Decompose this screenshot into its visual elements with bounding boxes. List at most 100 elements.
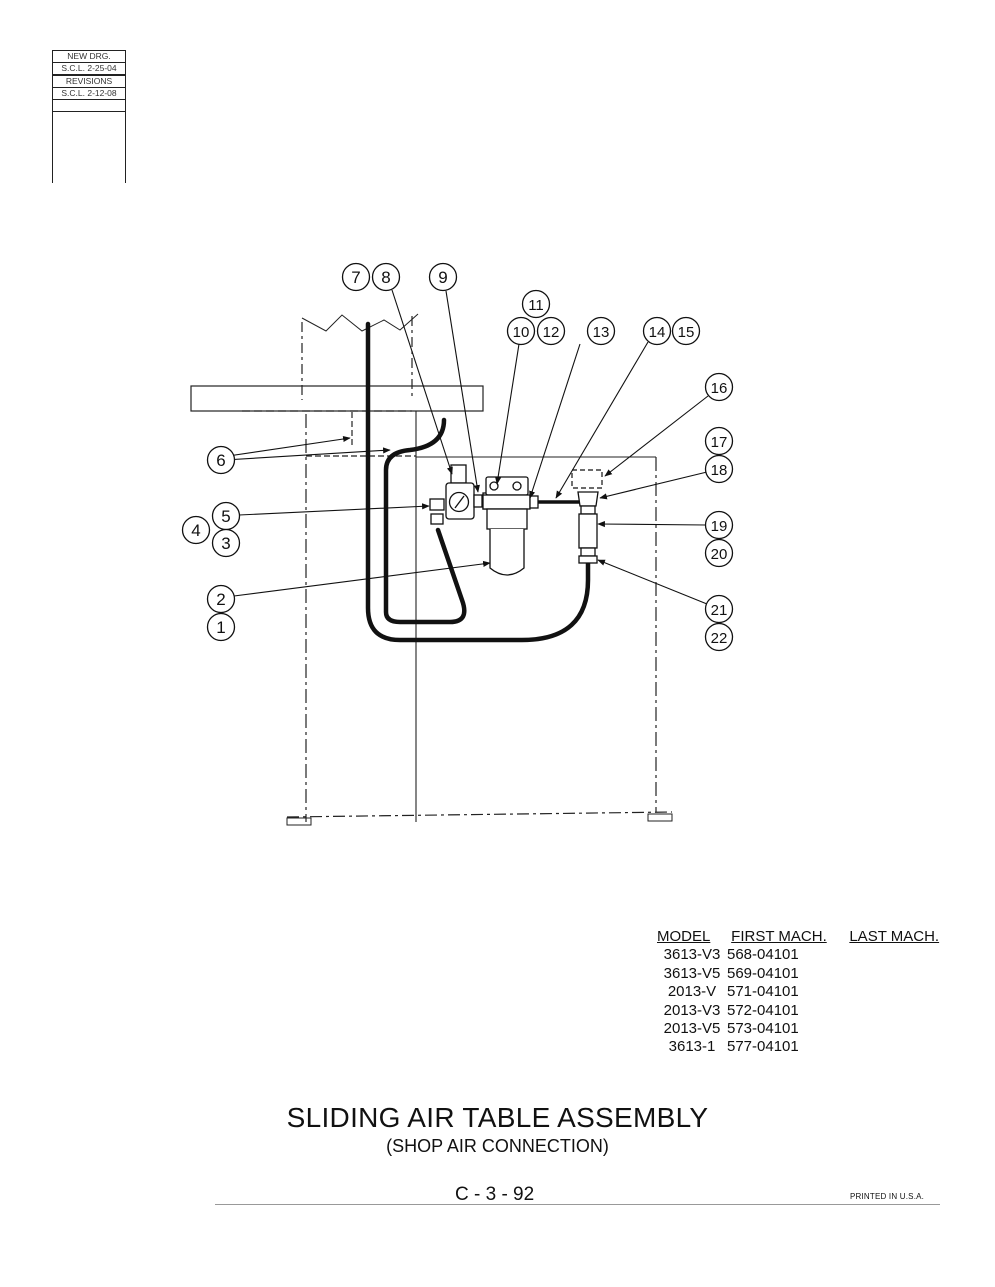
- callout-balloon-16: 16: [704, 372, 734, 402]
- callout-balloon-1: 1: [206, 612, 236, 642]
- model-table-rows: 3613-V3 568-04101 3613-V5 569-04101 2013-V 57…: [657, 946, 939, 1056]
- callout-balloon-18: 18: [704, 454, 734, 484]
- printed-note: PRINTED IN U.S.A.: [850, 1192, 925, 1201]
- callout-balloon-6: 6: [206, 445, 236, 475]
- leader-line: [495, 343, 520, 485]
- model-row: 3613-1 577-04101: [657, 1038, 939, 1056]
- leader-line: [597, 559, 708, 605]
- model-cell: 2013-V5: [663, 1020, 721, 1038]
- callout-label: 16: [711, 380, 728, 397]
- callout-label: 3: [221, 534, 230, 553]
- callout-label: 9: [438, 268, 447, 287]
- model-row: 3613-V5 569-04101: [657, 965, 939, 983]
- model-row: 2013-V5 573-04101: [657, 1020, 939, 1038]
- callout-balloon-12: 12: [536, 316, 566, 346]
- leader-line: [445, 290, 480, 493]
- callout-label: 12: [543, 324, 560, 341]
- callout-label: 7: [351, 268, 360, 287]
- model-row: 3613-V3 568-04101: [657, 946, 939, 964]
- model-row: 2013-V3 572-04101: [657, 1002, 939, 1020]
- leader-line: [238, 503, 430, 516]
- callout-label: 2: [216, 590, 225, 609]
- model-cell: 3613-1: [668, 1038, 716, 1056]
- callout-balloon-11: 11: [521, 289, 551, 319]
- callout-label: 18: [711, 462, 728, 479]
- callout-balloon-8: 8: [371, 262, 401, 292]
- callout-label: 8: [381, 268, 390, 287]
- machine-frame: [190, 313, 673, 826]
- rev-cell-new-drg-date: S.C.L. 2-25-04: [53, 63, 125, 76]
- model-cell: 2013-V3: [663, 1001, 721, 1019]
- model-table-header: MODEL FIRST MACH. LAST MACH.: [657, 928, 939, 946]
- leader-line: [233, 560, 491, 597]
- callout-balloon-3: 3: [211, 528, 241, 558]
- rev-cell-revisions: REVISIONS: [53, 76, 125, 88]
- leader-line: [207, 447, 391, 462]
- leader-line: [555, 341, 649, 499]
- leader-line: [597, 520, 707, 528]
- callout-balloon-21: 21: [704, 594, 734, 624]
- first-mach-cell: 568-04101: [727, 946, 799, 964]
- callout-balloon-19: 19: [704, 510, 734, 540]
- regulator-assembly: [429, 464, 492, 525]
- model-cell: 3613-V3: [663, 946, 721, 964]
- model-row: 2013-V 571-04101: [657, 983, 939, 1001]
- page-number: C - 3 - 92: [455, 1184, 535, 1205]
- leader-line: [599, 471, 708, 500]
- model-header: MODEL: [657, 928, 711, 945]
- callout-balloon-17: 17: [704, 426, 734, 456]
- first-mach-cell: 571-04101: [727, 983, 799, 1001]
- first-mach-header: FIRST MACH.: [731, 928, 827, 945]
- callout-label: 14: [649, 324, 666, 341]
- leader-lines: [207, 289, 709, 605]
- callout-label: 1: [216, 618, 225, 637]
- callout-label: 15: [678, 324, 695, 341]
- callout-balloon-5: 5: [211, 501, 241, 531]
- callout-balloon-9: 9: [428, 262, 458, 292]
- air-hose: [365, 321, 591, 643]
- callout-balloon-2: 2: [206, 584, 236, 614]
- callout-balloon-22: 22: [704, 622, 734, 652]
- last-mach-header: LAST MACH.: [849, 928, 940, 945]
- callout-balloon-4: 4: [181, 515, 211, 545]
- callout-label: 10: [513, 324, 530, 341]
- drawing-title: SLIDING AIR TABLE ASSEMBLY: [286, 1102, 709, 1133]
- callout-label: 4: [191, 521, 200, 540]
- model-cell: 3613-V5: [663, 964, 721, 982]
- leader-line: [604, 395, 709, 477]
- callout-balloon-20: 20: [704, 538, 734, 568]
- callout-label: 17: [711, 434, 728, 451]
- callout-label: 11: [528, 297, 544, 314]
- first-mach-cell: 572-04101: [727, 1001, 799, 1019]
- filter-assembly: [482, 476, 539, 576]
- callout-balloon-15: 15: [671, 316, 701, 346]
- callout-balloon-10: 10: [506, 316, 536, 346]
- callout-label: 21: [711, 602, 728, 619]
- callout-balloon-7: 7: [341, 262, 371, 292]
- optional-component-outline: [571, 469, 603, 489]
- revision-block: NEW DRG. S.C.L. 2-25-04 REVISIONS S.C.L.…: [52, 50, 126, 183]
- rev-cell-revision-1: S.C.L. 2-12-08: [53, 88, 125, 100]
- valve-assembly: [577, 491, 599, 564]
- model-cell: 2013-V: [667, 983, 717, 1001]
- leader-line: [391, 289, 453, 475]
- callout-label: 6: [216, 451, 225, 470]
- first-mach-cell: 577-04101: [727, 1038, 799, 1056]
- callout-balloon-13: 13: [586, 316, 616, 346]
- callout-label: 13: [593, 324, 610, 341]
- callout-balloon-14: 14: [642, 316, 672, 346]
- callout-label: 19: [711, 518, 728, 535]
- leader-line: [529, 343, 581, 499]
- first-mach-cell: 573-04101: [727, 1020, 799, 1038]
- callout-label: 5: [221, 507, 230, 526]
- callout-label: 22: [711, 630, 728, 647]
- drawing-subtitle: (SHOP AIR CONNECTION): [386, 1136, 609, 1156]
- rev-cell-new-drg: NEW DRG.: [53, 51, 125, 63]
- footer-rule: [215, 1204, 940, 1205]
- rev-cell-revision-2: [53, 100, 125, 112]
- model-table: MODEL FIRST MACH. LAST MACH. 3613-V3 568-…: [657, 928, 939, 1057]
- first-mach-cell: 569-04101: [727, 964, 799, 982]
- callout-label: 20: [711, 546, 728, 563]
